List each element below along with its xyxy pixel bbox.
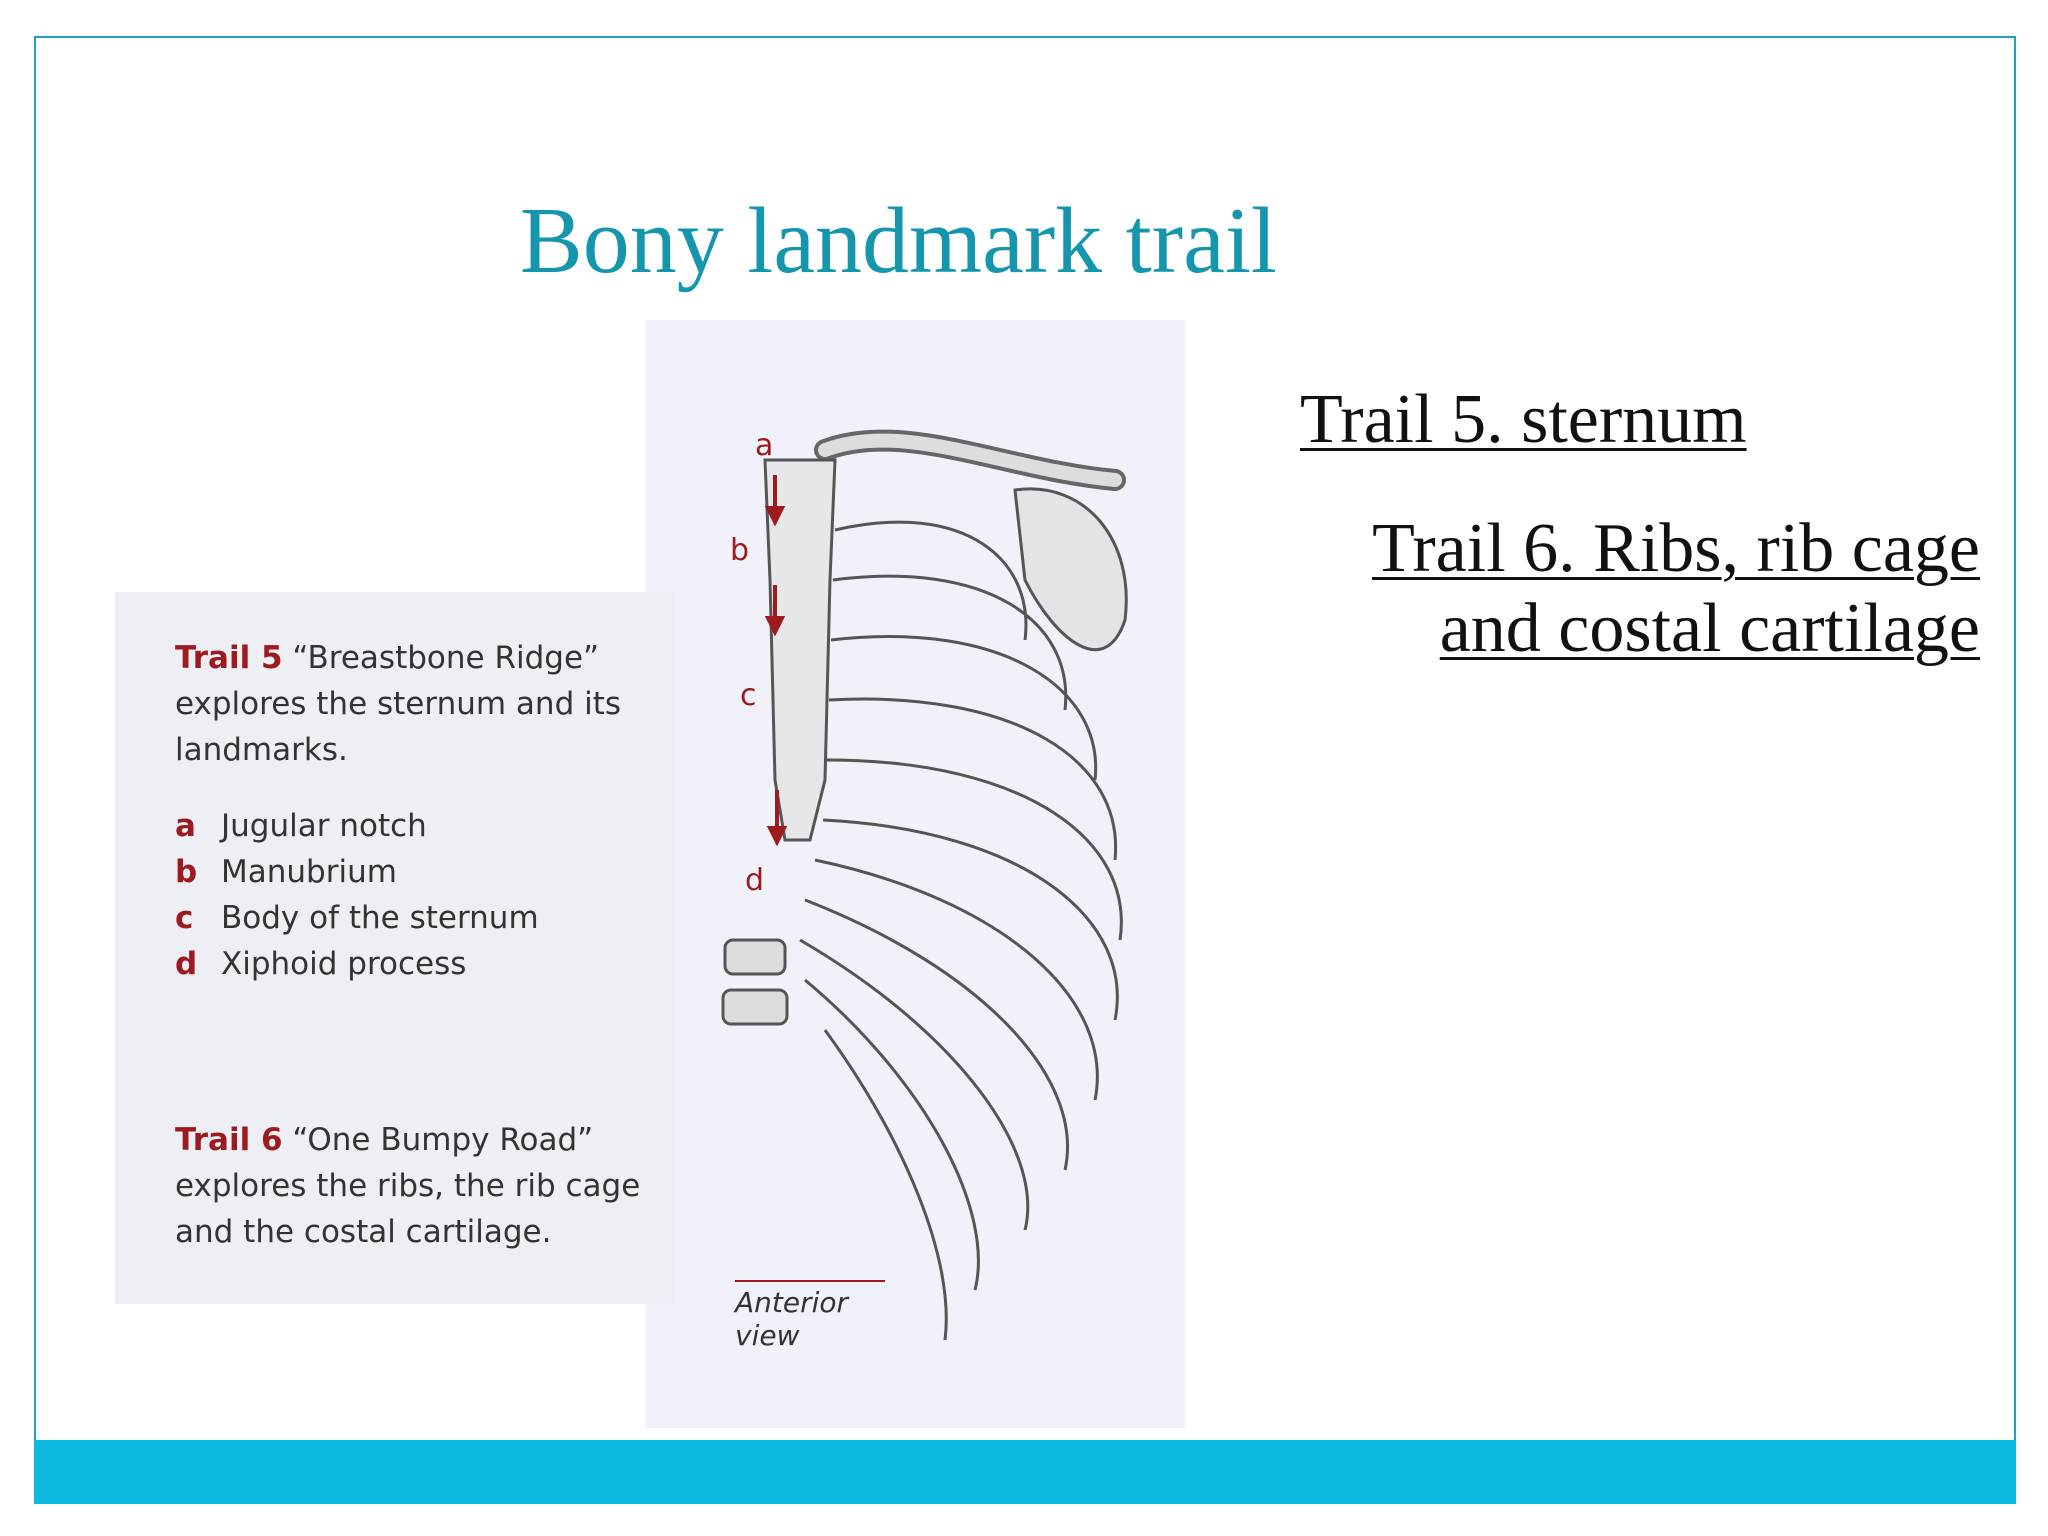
bullet-list: Trail 5. sternum Trail 6. Ribs, rib cage… — [1300, 380, 1980, 670]
legend-letter: c — [175, 900, 194, 936]
figure-letter-d: d — [745, 863, 764, 898]
figure-legend: Trail 5 “Breastbone Ridge” explores the … — [175, 635, 695, 1255]
bullet-trail-6: Trail 6. Ribs, rib cage and costal carti… — [1372, 509, 1980, 668]
trail-6-text: “One Bumpy Road” explores the ribs, the … — [175, 1122, 641, 1250]
trail-5-text: “Breastbone Ridge” explores the sternum … — [175, 640, 622, 768]
legend-label: Body of the sternum — [221, 900, 539, 936]
figure-letter-c: c — [740, 678, 757, 713]
legend-item: c Body of the sternum — [175, 895, 695, 941]
legend-label: Manubrium — [221, 854, 397, 890]
legend-label: Xiphoid process — [221, 946, 467, 982]
slide-title: Bony landmark trail — [520, 189, 1278, 293]
legend-background — [115, 592, 675, 1304]
figure-letter-b: b — [730, 533, 749, 568]
footer-bar — [34, 1440, 2016, 1504]
ribcage-drawing: a b c d — [721, 428, 1128, 1341]
figure-letter-a: a — [755, 428, 773, 463]
ribcage-illustration: a b c d Trail 5 “Breastbone Ridge” explo… — [115, 320, 1185, 1428]
legend-item: b Manubrium — [175, 849, 695, 895]
trail-6-description: Trail 6 “One Bumpy Road” explores the ri… — [175, 1117, 695, 1255]
legend-letter: a — [175, 808, 196, 844]
trail-6-heading: Trail 6 — [175, 1122, 283, 1158]
bullet-trail-5: Trail 5. sternum — [1300, 381, 1747, 458]
trail-5-description: Trail 5 “Breastbone Ridge” explores the … — [175, 635, 695, 773]
view-label: Anterior view — [735, 1280, 885, 1352]
legend-item: a Jugular notch — [175, 803, 695, 849]
legend-letter: d — [175, 946, 198, 982]
trail-5-heading: Trail 5 — [175, 640, 283, 676]
legend-label: Jugular notch — [221, 808, 427, 844]
figure-background — [645, 320, 1185, 1428]
legend-letter: b — [175, 854, 198, 890]
legend-item: d Xiphoid process — [175, 941, 695, 987]
